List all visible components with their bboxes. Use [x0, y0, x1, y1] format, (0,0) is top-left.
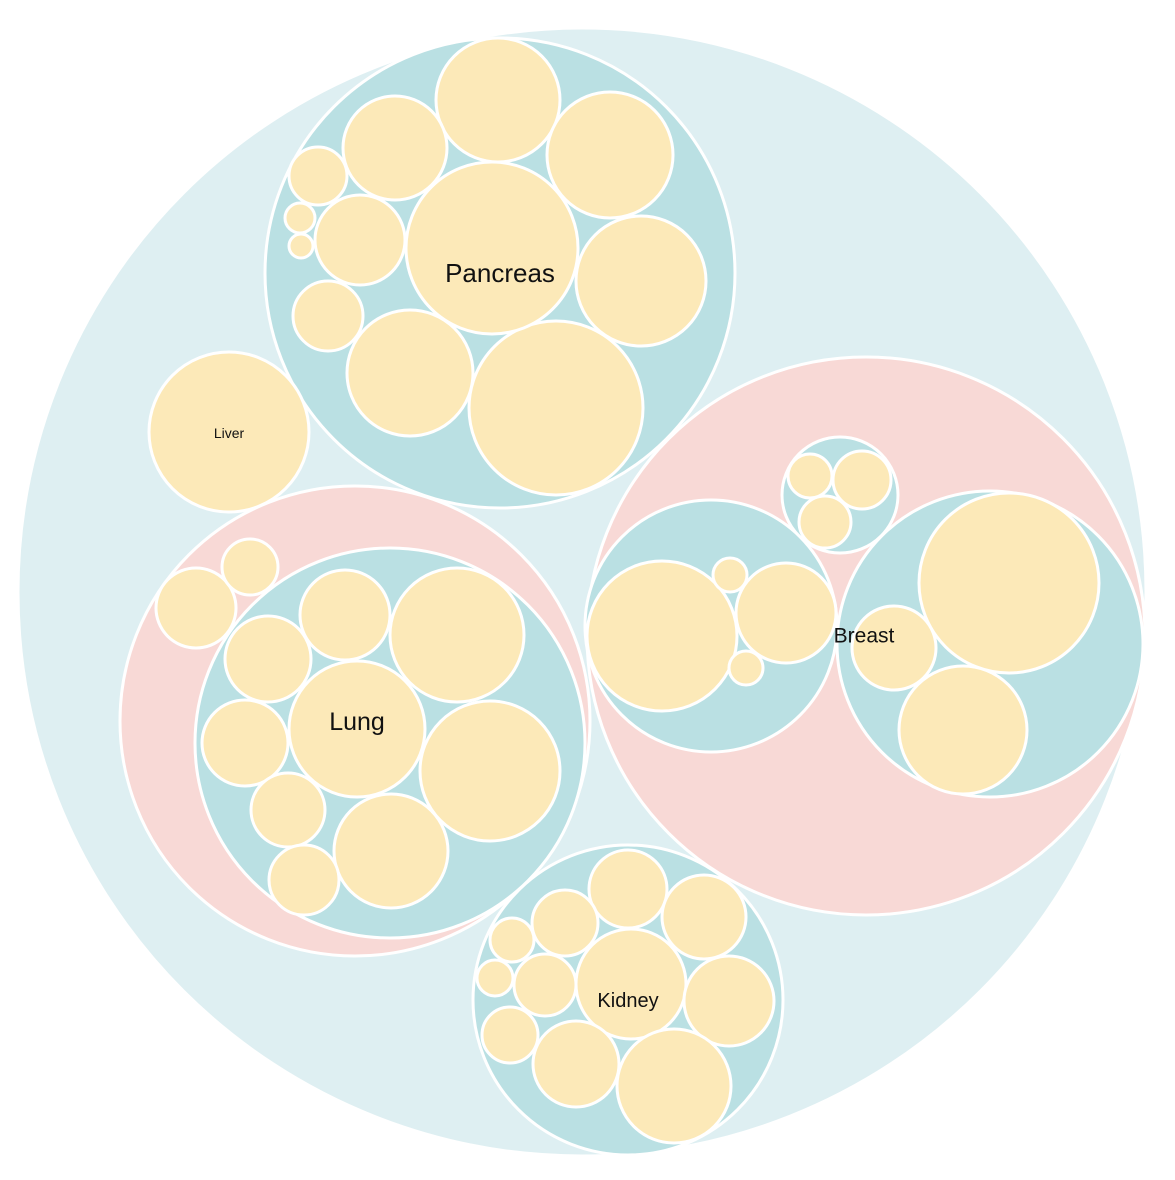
lung-leaf-circle	[332, 792, 450, 910]
pancreas-leaf-circle	[287, 145, 349, 207]
lung-leaf-circle	[418, 699, 562, 843]
pancreas-leaf-circle	[545, 90, 675, 220]
breast-leaf-circle	[831, 449, 893, 511]
kidney-leaf-circle	[512, 952, 578, 1018]
breast-leaf-circle	[797, 494, 853, 550]
lung-leaf-circle	[267, 843, 341, 917]
lung-label: Lung	[329, 708, 385, 736]
lung-leaf-circle	[220, 537, 280, 597]
pancreas-leaf-circle	[574, 214, 708, 348]
pancreas-leaf-circle	[434, 36, 562, 164]
breast-leaf-circle	[711, 556, 749, 594]
pancreas-label: Pancreas	[445, 258, 555, 288]
kidney-leaf-circle	[615, 1027, 733, 1145]
liver-circle	[147, 350, 311, 514]
kidney-label: Kidney	[597, 990, 658, 1012]
lung-leaf-circle	[154, 566, 238, 650]
breast-leaf-circle	[734, 561, 838, 665]
breast-leaf-circle	[786, 452, 834, 500]
breast-leaf-circle	[585, 559, 739, 713]
pancreas-leaf-circle	[287, 232, 315, 260]
lung-leaf-circle	[223, 614, 313, 704]
breast-leaf-circle	[917, 491, 1101, 675]
kidney-leaf-circle	[531, 1019, 621, 1109]
breast-leaf-circle	[727, 649, 765, 687]
pancreas-leaf-circle	[291, 279, 365, 353]
breast-leaf-circle	[850, 604, 938, 692]
pancreas-leaf-circle	[404, 160, 580, 336]
kidney-leaf-circle	[587, 848, 669, 930]
lung-leaf-circle	[298, 568, 392, 662]
kidney-leaf-circle	[488, 916, 536, 964]
breast-label: Breast	[834, 625, 895, 648]
liver-label: Liver	[214, 425, 245, 441]
lung-leaf-circle	[200, 698, 290, 788]
lung-leaf-circle	[249, 771, 327, 849]
kidney-leaf-circle	[574, 927, 688, 1041]
pancreas-leaf-circle	[467, 319, 645, 497]
breast-leaf-circle	[897, 664, 1029, 796]
pancreas-leaf-circle	[313, 193, 407, 287]
lung-leaf-circle	[287, 659, 427, 799]
kidney-leaf-circle	[475, 958, 515, 998]
kidney-leaf-circle	[682, 954, 776, 1048]
pancreas-leaf-circle	[283, 201, 317, 235]
kidney-leaf-circle	[530, 888, 600, 958]
kidney-leaf-circle	[480, 1005, 540, 1065]
lung-leaf-circle	[388, 566, 526, 704]
pancreas-leaf-circle	[341, 94, 449, 202]
pancreas-leaf-circle	[345, 308, 475, 438]
kidney-leaf-circle	[660, 873, 748, 961]
